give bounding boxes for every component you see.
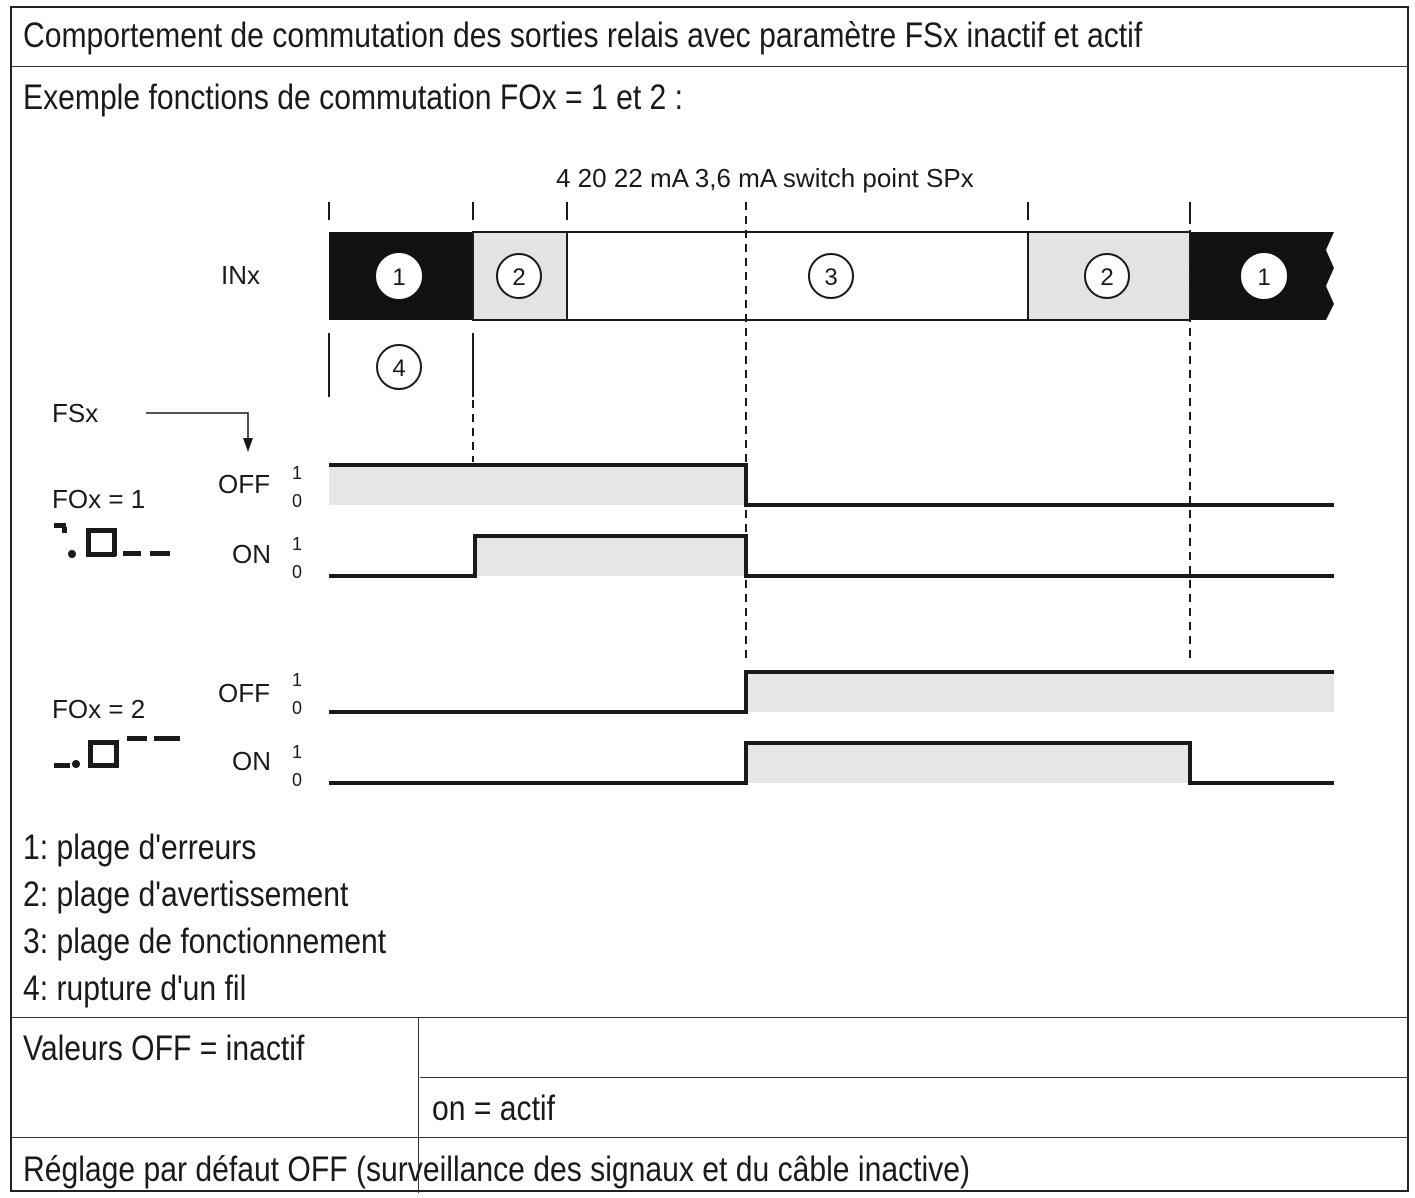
fo2-on-label: ON (232, 746, 271, 776)
row-divider-4 (11, 1137, 1408, 1138)
row-divider-2 (11, 1017, 1408, 1018)
fo2-on-signal-fill (746, 743, 1190, 783)
zone-number-3: 3 (824, 264, 837, 291)
fo1-off-label: OFF (218, 469, 270, 499)
fo1-label: FOx = 1 (52, 484, 145, 514)
row-divider-1 (11, 66, 1408, 67)
row-divider-3 (420, 1077, 1408, 1078)
fo2-off-signal-fill (746, 672, 1334, 712)
fo1-off-bit-high: 1 (292, 463, 302, 483)
zone-number-1-right: 1 (1257, 264, 1270, 291)
zone-marker-1-left (376, 253, 422, 299)
fo2-off-label: OFF (218, 678, 270, 708)
fo2-off-signal (329, 670, 1334, 714)
fo1-on-label: ON (232, 539, 271, 569)
boundary-ticks (328, 202, 1191, 220)
fo1-off-signal (329, 463, 1334, 507)
legend-item-4: 4: rupture d'un fil (23, 969, 247, 1008)
wire-break-marker (376, 344, 422, 390)
values-label: Valeurs OFF = inactif (23, 1029, 305, 1068)
fs-arrow (146, 412, 249, 440)
fo1-on-bit-high: 1 (292, 534, 302, 554)
fo2-on-bit-low: 0 (292, 770, 302, 790)
top-annotation: 4 20 22 mA 3,6 mA switch point SPx (556, 163, 974, 193)
table-title: Comportement de commutation des sorties … (23, 16, 1143, 55)
fo1-display-icon (54, 523, 170, 558)
input-label: INx (221, 260, 260, 290)
zone-operating (566, 231, 1029, 321)
fo2-off-bit-high: 1 (292, 670, 302, 690)
fo2-display-icon (54, 736, 180, 768)
legend-item-3: 3: plage de fonctionnement (23, 922, 387, 961)
fo1-off-signal-fill (329, 465, 746, 505)
zone-marker-1-right (1241, 253, 1287, 299)
zone-marker-2-left (496, 253, 542, 299)
diagram-subtitle: Exemple fonctions de commutation FOx = 1… (23, 78, 684, 117)
zone-marker-2-right (1084, 253, 1130, 299)
zone-marker-3 (808, 253, 854, 299)
fo1-on-bit-low: 0 (292, 562, 302, 582)
wire-break-number: 4 (392, 355, 405, 382)
fo1-on-signal-fill (475, 536, 746, 576)
table-frame (10, 6, 1409, 1192)
legend-item-1: 1: plage d'erreurs (23, 828, 257, 867)
switching-diagram: 4 20 22 mA 3,6 mA switch point SPx INx 1… (52, 163, 1334, 790)
fo2-label: FOx = 2 (52, 694, 145, 724)
default-setting: Réglage par défaut OFF (surveillance des… (23, 1150, 970, 1189)
fo2-off-bit-low: 0 (292, 698, 302, 718)
fs-label: FSx (52, 398, 98, 428)
fo2-on-bit-high: 1 (292, 742, 302, 762)
fo1-off-bit-low: 0 (292, 491, 302, 511)
zone-number-2-right: 2 (1100, 264, 1113, 291)
values-on: on = actif (432, 1089, 555, 1128)
legend-item-2: 2: plage d'avertissement (23, 875, 349, 914)
fs-arrow-head (243, 438, 253, 452)
zone-number-2-left: 2 (512, 264, 525, 291)
fo1-on-signal (329, 534, 1334, 578)
zone-number-1-left: 1 (392, 264, 405, 291)
guide-lines (472, 202, 1191, 662)
fo2-on-signal (329, 741, 1334, 785)
column-divider (418, 1017, 419, 1193)
